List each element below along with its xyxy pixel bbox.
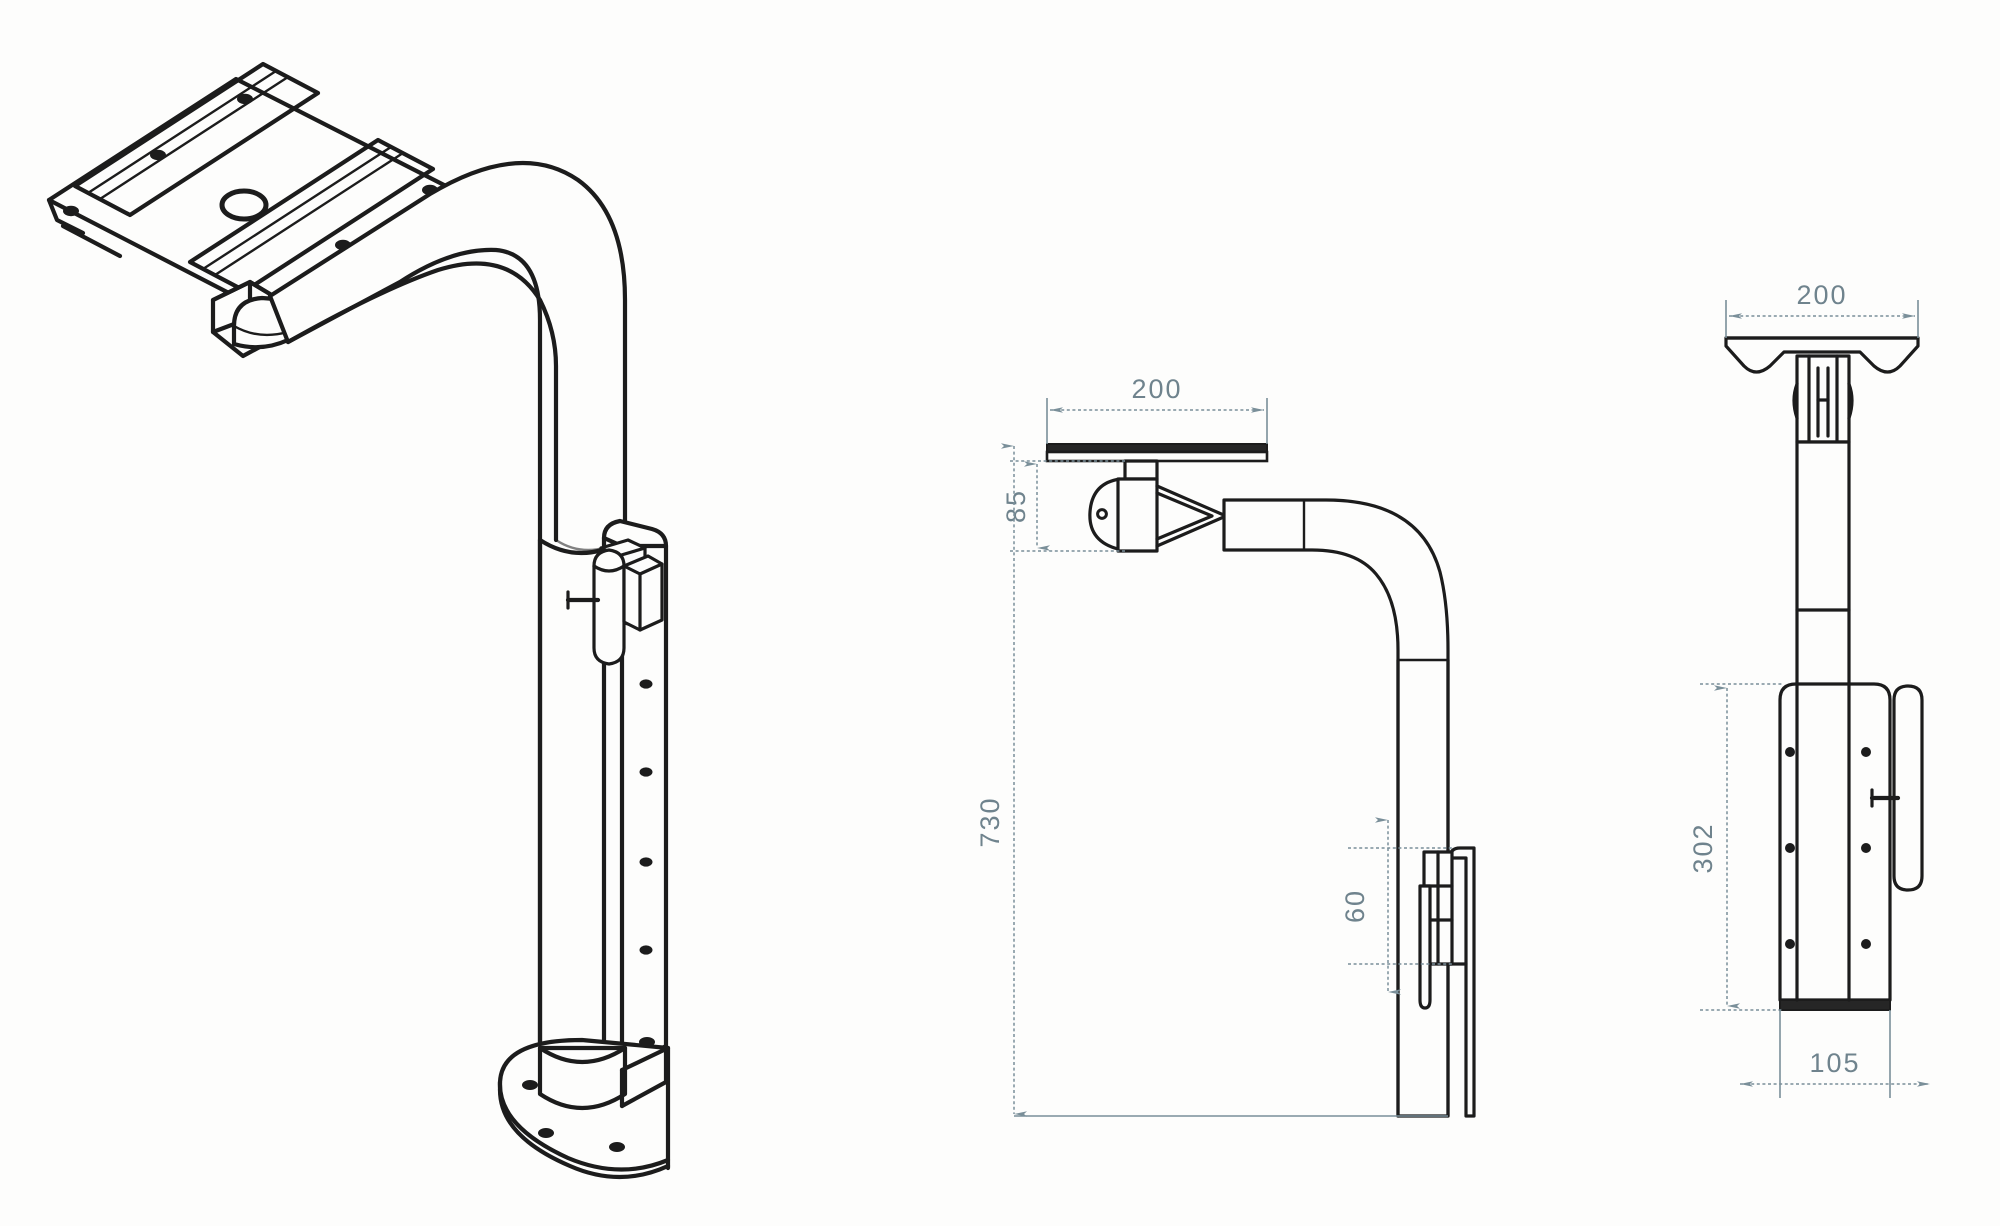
vesa-mounting-plate — [1724, 336, 1920, 374]
dimension-label: 200 — [1131, 374, 1182, 404]
dimension-60-bracket-offset: 60 — [1340, 817, 1452, 995]
screw-hole — [150, 149, 166, 161]
dimension-label: 105 — [1809, 1048, 1860, 1078]
dimension-302-bracket-height: 302 — [1688, 683, 1784, 1011]
dimension-label: 60 — [1340, 889, 1370, 923]
bracket-hole — [1785, 747, 1795, 757]
front-elevation-view — [1724, 336, 1924, 1011]
dimension-730-overall-height: 730 — [975, 443, 1448, 1117]
bracket-hole — [639, 945, 653, 955]
curved-gooseneck-tube — [1222, 498, 1450, 1118]
flange-hole — [609, 1142, 625, 1152]
bracket-hole — [1861, 843, 1871, 853]
bracket-hole — [1861, 939, 1871, 949]
dimension-200-side-plate-width: 200 — [1046, 374, 1268, 444]
side-view-dimensions: 200 85 730 60 — [975, 374, 1452, 1117]
screw-hole — [63, 205, 79, 217]
tilt-head-knuckle — [1088, 459, 1228, 553]
side-elevation-view — [1045, 443, 1476, 1118]
flange-hole — [639, 1037, 655, 1047]
bracket-hole — [639, 767, 653, 777]
dimension-label: 302 — [1688, 822, 1718, 873]
pivot-pin — [1096, 508, 1108, 520]
dimension-105-bracket-width: 105 — [1740, 1010, 1930, 1098]
circular-base-flange — [497, 1037, 671, 1180]
center-cable-hole — [219, 188, 269, 222]
wall-bracket-plate — [1778, 682, 1892, 1011]
dimension-label: 85 — [1001, 489, 1031, 523]
screw-hole — [237, 93, 253, 105]
bracket-hole — [1785, 939, 1795, 949]
bracket-hole — [639, 679, 653, 689]
flange-hole — [538, 1128, 554, 1138]
front-view-dimensions: 200 302 105 — [1688, 280, 1930, 1098]
clamp-lever-assembly — [565, 538, 664, 666]
bracket-hole — [1785, 843, 1795, 853]
isometric-pictorial-view — [46, 61, 671, 1180]
curved-gooseneck-tube — [267, 161, 628, 1053]
dimension-200-front-plate-width: 200 — [1725, 280, 1919, 338]
dimension-label: 200 — [1796, 280, 1847, 310]
dimension-label: 730 — [975, 796, 1005, 847]
clamp-lever-assembly — [1869, 684, 1924, 892]
vesa-mounting-plate — [1045, 443, 1269, 463]
bracket-hole — [1861, 747, 1871, 757]
clamp-lever-assembly — [1418, 850, 1454, 1010]
bracket-hole — [639, 857, 653, 867]
flange-hole — [522, 1080, 538, 1090]
